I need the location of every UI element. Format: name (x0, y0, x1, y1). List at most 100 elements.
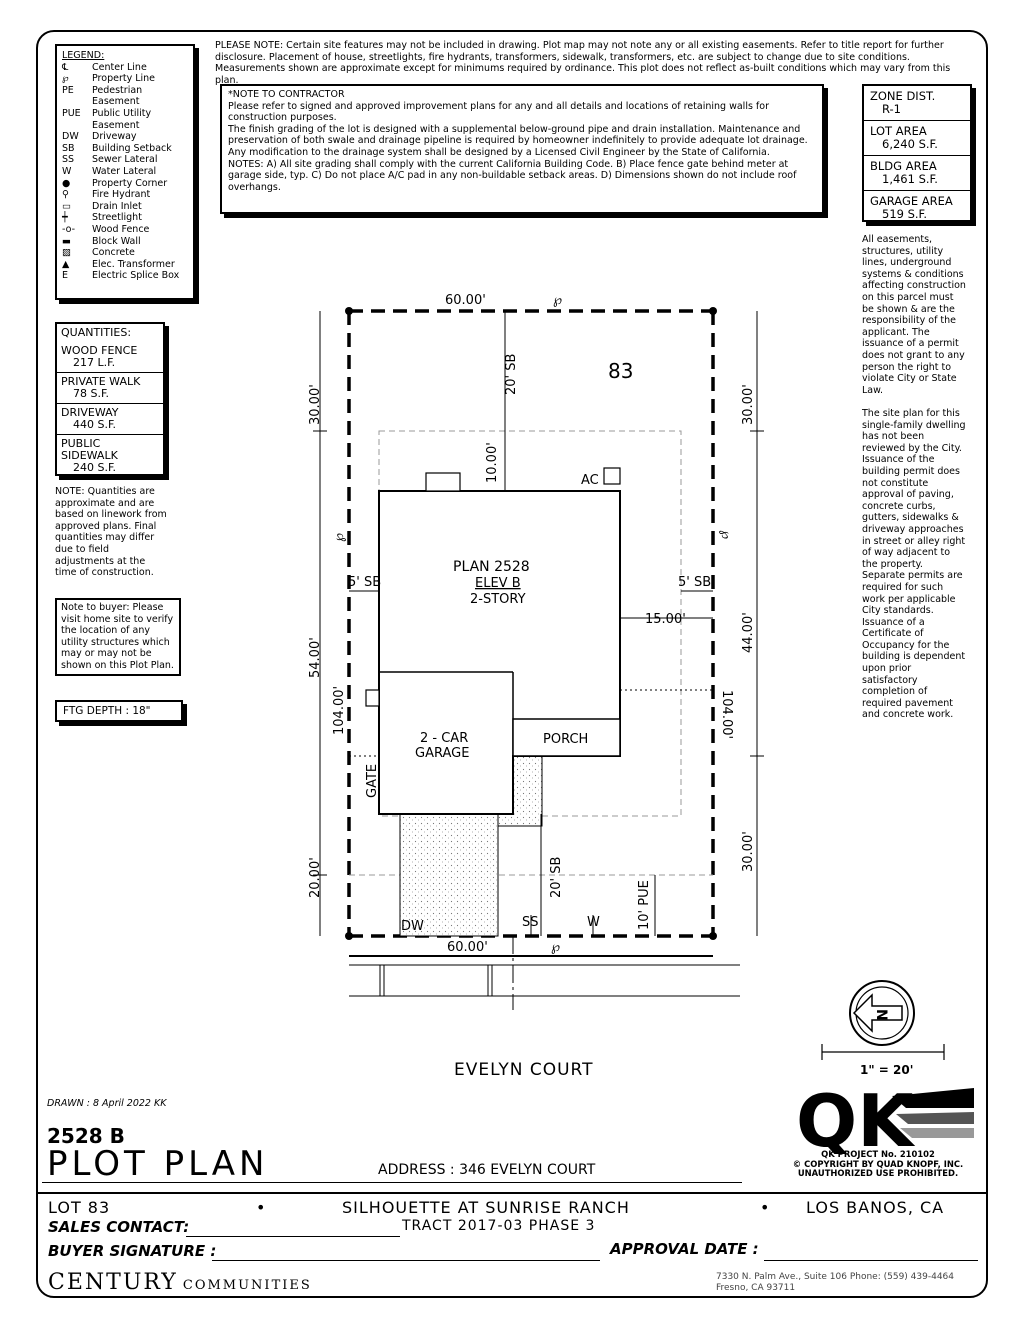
legend-item: ▨ Concrete (62, 247, 188, 259)
plot-drawing: 60.00' ℘ 83 20' SB 10.00' 30.00' 30.00' … (308, 293, 764, 1010)
garage-line1: 2 - CAR (420, 731, 468, 746)
company-address-1: 7330 N. Palm Ave., Suite 106 Phone: (559… (716, 1272, 955, 1282)
legend-item: SB Building Setback (62, 143, 188, 155)
house-outline (378, 490, 621, 815)
legend-symbol: ● (62, 177, 71, 189)
legend-item: ⚲Fire Hydrant (62, 189, 188, 201)
legend-item: W Water Lateral (62, 166, 188, 178)
scale-label: 1" = 20' (860, 1063, 913, 1077)
qk-project: QK PROJECT No. 210102 (821, 1149, 935, 1159)
contractor-note-p1: Please refer to signed and approved impr… (228, 100, 769, 124)
quantity-value: 217 L.F. (73, 356, 116, 369)
footer-community: SILHOUETTE AT SUNRISE RANCH (342, 1198, 630, 1217)
drawn-date: DRAWN : 8 April 2022 KK (47, 1098, 167, 1109)
porch (512, 718, 621, 757)
legend-label: Drain Inlet (92, 200, 142, 212)
approval-date-line[interactable] (764, 1260, 978, 1261)
quantity-label: PRIVATE WALK (61, 375, 141, 388)
legend-item: ● Property Corner (62, 178, 188, 190)
legend-label: Property Corner (92, 177, 168, 189)
company-logo: CENTURY COMMUNITIES (48, 1270, 312, 1295)
legend-label: Property Line (92, 73, 156, 85)
quantity-label: WOOD FENCE (61, 344, 138, 357)
dim-left-depth: 104.00' (332, 686, 347, 735)
plan-stories: 2-STORY (470, 592, 526, 607)
pl-right: ℘ (718, 530, 733, 539)
legend-item: ┿Streetlight (62, 212, 188, 224)
legend-label: Electric Splice Box (92, 270, 180, 282)
dim-front-sb-top: 20' SB (504, 354, 519, 395)
sales-contact-line[interactable] (186, 1236, 400, 1237)
legend-label: Block Wall (92, 235, 141, 247)
quantity-label: PUBLIC SIDEWALK (61, 437, 118, 462)
ac-unit (603, 467, 621, 485)
buyer-signature-line[interactable] (212, 1260, 600, 1261)
legend-item: ▬Block Wall (62, 236, 188, 248)
legend-label: Wood Fence (92, 223, 150, 235)
company-address-2: Fresno, CA 93711 (716, 1283, 796, 1293)
footer-lot: LOT 83 (48, 1198, 111, 1217)
zone-info-value: 519 S.F. (882, 207, 927, 221)
quantity-label: DRIVEWAY (61, 406, 119, 419)
dim-pue: 10' PUE (637, 880, 652, 930)
legend-item: ℄Center Line (62, 62, 188, 74)
contractor-note-box: *NOTE TO CONTRACTOR Please refer to sign… (220, 84, 824, 214)
qk-unauthorized: UNAUTHORIZED USE PROHIBITED. (797, 1168, 959, 1178)
contractor-note-title: *NOTE TO CONTRACTOR (228, 89, 345, 100)
plot-plan-title: PLOT PLAN (47, 1144, 269, 1184)
dim-right-bottom: 30.00' (741, 831, 756, 872)
quantities-title: QUANTITIES: (61, 326, 132, 339)
garage-line2: GARAGE (415, 746, 469, 761)
legend-item: E Electric Splice Box (62, 270, 188, 282)
pl-left: ℘ (332, 533, 347, 542)
plan-elev: ELEV B (475, 576, 521, 591)
zone-info-row: ZONE DIST.R-1 (864, 86, 970, 120)
legend-label: Pedestrian (92, 84, 143, 96)
dim-rear-sb: 20' SB (549, 857, 564, 898)
legend-symbol: ▨ (62, 247, 71, 259)
footer-bullet-1: • (256, 1198, 266, 1217)
legend-label: Concrete (92, 247, 135, 259)
street-name: EVELYN COURT (454, 1060, 594, 1080)
quantity-value: 240 S.F. (73, 461, 117, 474)
legend-symbol: E (62, 270, 69, 282)
dim-bottom-width: 60.00' (447, 940, 488, 955)
north-arrow: N 1" = 20' (821, 980, 945, 1077)
plan-code: 2528 B (47, 1124, 125, 1148)
quantity-value: 78 S.F. (73, 387, 110, 400)
zone-info-label: LOT AREA (870, 124, 927, 138)
qk-logo: QK (796, 1084, 974, 1154)
zone-info-label: BLDG AREA (870, 159, 937, 173)
zone-info-value: 6,240 S.F. (882, 137, 938, 151)
ac-label: AC (581, 473, 599, 488)
lot-number: 83 (608, 359, 633, 383)
legend-symbol: DW (62, 131, 79, 143)
contractor-note-p3: NOTES: A) All site grading shall comply … (228, 158, 797, 193)
svg-text:QK: QK (796, 1084, 915, 1154)
right-note-1: All easements, structures, utility lines… (862, 234, 966, 396)
dim-right-top: 30.00' (741, 384, 756, 425)
legend-symbol: SB (62, 142, 75, 154)
page-frame (36, 30, 988, 1298)
quantity-value: 440 S.F. (73, 418, 117, 431)
pl-top: ℘ (553, 293, 562, 308)
legend-symbol: W (62, 165, 72, 177)
legend-symbol: ▭ (62, 200, 71, 212)
legend-label: Water Lateral (92, 165, 157, 177)
footer-tract: TRACT 2017-03 PHASE 3 (402, 1218, 596, 1234)
legend-label: Center Line (92, 61, 147, 73)
legend-symbol: ℘ (62, 73, 69, 85)
contractor-note-p2: The finish grading of the lot is designe… (228, 123, 808, 158)
ss-label: SS (522, 915, 539, 930)
dim-right-mid: 44.00' (741, 612, 756, 653)
legend-symbol: -o- (62, 223, 76, 235)
legend-label: Building Setback (92, 142, 172, 154)
